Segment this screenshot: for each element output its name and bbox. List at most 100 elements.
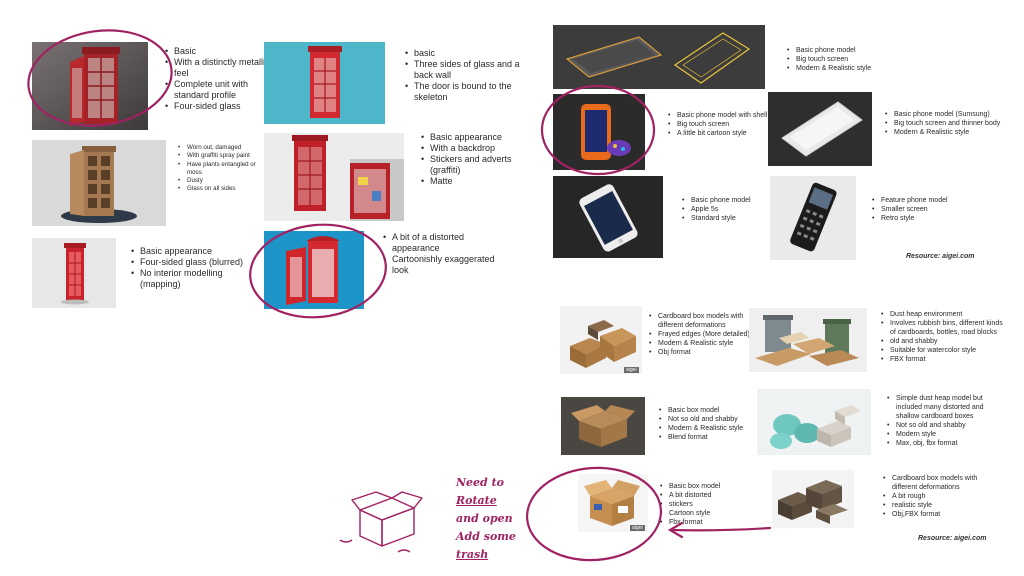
- bullet: Retro style: [872, 214, 971, 223]
- phones-resource-credit: Resource: aigei.com: [906, 253, 975, 260]
- bullet: Not so old and shabby: [887, 421, 1002, 430]
- bullet: Stickers and adverts (graffiti): [421, 154, 534, 176]
- bullet: Blend format: [659, 433, 762, 442]
- booth-image-blurred: [32, 238, 116, 308]
- phone-list-shell: Basic phone model with shell Big touch s…: [667, 111, 777, 138]
- bullet: Four-sided glass (blurred): [131, 257, 256, 268]
- bullet: Modern & Realistic style: [659, 424, 762, 433]
- booth-list-three-sided: basic Three sides of glass and a back wa…: [404, 48, 532, 103]
- booth-image-cartoon: [264, 231, 364, 309]
- bullet: Basic appearance: [421, 132, 534, 143]
- box-image-simple-heap: [757, 389, 871, 455]
- bullet: stickers: [660, 500, 749, 509]
- box-image-rough: [772, 470, 854, 528]
- bullet: Feature phone model: [872, 196, 971, 205]
- box-list-cartoon: Basic box model A bit distorted stickers…: [659, 482, 749, 527]
- note-line: trash: [456, 548, 489, 561]
- sketch-box-drawing: [339, 491, 423, 553]
- bullet: Basic phone model: [787, 46, 926, 55]
- bullet: basic: [405, 48, 532, 59]
- bullet: Big touch screen: [787, 55, 926, 64]
- bullet: No interior modelling (mapping): [131, 268, 256, 290]
- box-list-basic: Basic box model Not so old and shabby Mo…: [658, 406, 762, 442]
- booth-list-worn: Worn out, damaged With graffiti spray pa…: [177, 144, 267, 194]
- bullet: A bit distorted: [660, 491, 749, 500]
- handwritten-note: Need to Rotate and open Add some trash: [456, 474, 516, 564]
- phone-list-realistic: Basic phone model Big touch screen Moder…: [786, 46, 926, 73]
- bullet: Basic phone model: [682, 196, 771, 205]
- bullet: Not so old and shabby: [659, 415, 762, 424]
- bullet: Fbx format: [660, 518, 749, 527]
- bullet: Cardboard box models with different defo…: [883, 474, 992, 492]
- booth-list-backdrop: Basic appearance With a backdrop Sticker…: [420, 132, 534, 187]
- bullet: Modern & Realistic style: [885, 128, 1006, 137]
- bullet: Modern & Realistic style: [649, 339, 758, 348]
- booth-list-metallic: Basic With a distinctly metallic feel Co…: [164, 46, 272, 112]
- note-line: Rotate: [456, 494, 497, 507]
- bullet: Involves rubbish bins, different kinds o…: [881, 319, 1004, 337]
- bullet: Modern & Realistic style: [787, 64, 926, 73]
- box-image-basic: [561, 397, 645, 455]
- bullet: With a distinctly metallic feel: [165, 57, 272, 79]
- arrow-line: [670, 526, 772, 532]
- bullet: The door is bound to the skeleton: [405, 81, 532, 103]
- bullet: Have plants entangled or moss: [178, 161, 267, 178]
- box-list-dust-heap: Dust heap environment Involves rubbish b…: [880, 310, 1004, 364]
- box-image-cartoon: aigei: [578, 474, 648, 532]
- bullet: Four-sided glass: [165, 101, 272, 112]
- bullet: With a backdrop: [421, 143, 534, 154]
- bullet: Cardboard box models with different defo…: [649, 312, 758, 330]
- note-line: Add some: [456, 530, 516, 543]
- booth-image-worn: [32, 140, 166, 226]
- bullet: Suitable for watercolor style: [881, 346, 1004, 355]
- phone-image-shell: [553, 94, 645, 170]
- bullet: Modern style: [887, 430, 1002, 439]
- bullet: Big touch screen and thinner body: [885, 119, 1006, 128]
- phone-list-samsung: Basic phone model (Sumsung) Big touch sc…: [884, 110, 1006, 137]
- box-image-dust-heap: [749, 308, 867, 372]
- bullet: Obj format: [649, 348, 758, 357]
- note-line: and open: [456, 512, 513, 525]
- bullet: A little bit cartoon style: [668, 129, 777, 138]
- bullet: Cartoon style: [660, 509, 749, 518]
- booth-image-three-sided: [264, 42, 385, 124]
- bullet: Standard style: [682, 214, 771, 223]
- bullet: old and shabby: [881, 337, 1004, 346]
- bullet: Basic appearance: [131, 246, 256, 257]
- bullet: Glass on all sides: [178, 185, 267, 194]
- booth-image-metallic: [32, 42, 148, 130]
- bullet: Basic box model: [659, 406, 762, 415]
- bullet: Max, obj, fbx format: [887, 439, 1002, 448]
- box-list-simple-heap: Simple dust heap model but included many…: [886, 394, 1002, 448]
- bullet: A bit of a distorted appearance: [383, 232, 504, 254]
- phone-list-apple: Basic phone model Apple 5s Standard styl…: [681, 196, 771, 223]
- boxes-resource-credit: Resource: aigei.com: [918, 535, 987, 542]
- bullet: Three sides of glass and a back wall: [405, 59, 532, 81]
- bullet: Big touch screen: [668, 120, 777, 129]
- bullet: Worn out, damaged: [178, 144, 267, 153]
- box-list-rough: Cardboard box models with different defo…: [882, 474, 992, 519]
- bullet: Basic box model: [660, 482, 749, 491]
- phone-image-apple: [553, 176, 663, 258]
- bullet: Obj,FBX format: [883, 510, 992, 519]
- bullet: FBX format: [881, 355, 1004, 364]
- bullet: Frayed edges (More detailed): [649, 330, 758, 339]
- note-line: Need to: [456, 476, 504, 489]
- booth-list-cartoon: A bit of a distorted appearance Cartooni…: [382, 232, 504, 276]
- phone-image-feature: [770, 176, 856, 260]
- bullet: Matte: [421, 176, 534, 187]
- bullet: Simple dust heap model but included many…: [887, 394, 1002, 421]
- bullet: Apple 5s: [682, 205, 771, 214]
- phone-list-feature: Feature phone model Smaller screen Retro…: [871, 196, 971, 223]
- bullet: Dusty: [178, 177, 267, 186]
- bullet: Complete unit with standard profile: [165, 79, 272, 101]
- phone-image-wireframe: [553, 25, 765, 89]
- phone-image-samsung: [768, 92, 872, 166]
- bullet: Smaller screen: [872, 205, 971, 214]
- bullet: Basic phone model with shell: [668, 111, 777, 120]
- box-list-deformed: Cardboard box models with different defo…: [648, 312, 758, 357]
- bullet: Basic: [165, 46, 272, 57]
- booth-list-blurred: Basic appearance Four-sided glass (blurr…: [130, 246, 256, 290]
- bullet: realistic style: [883, 501, 992, 510]
- bullet: Dust heap environment: [881, 310, 1004, 319]
